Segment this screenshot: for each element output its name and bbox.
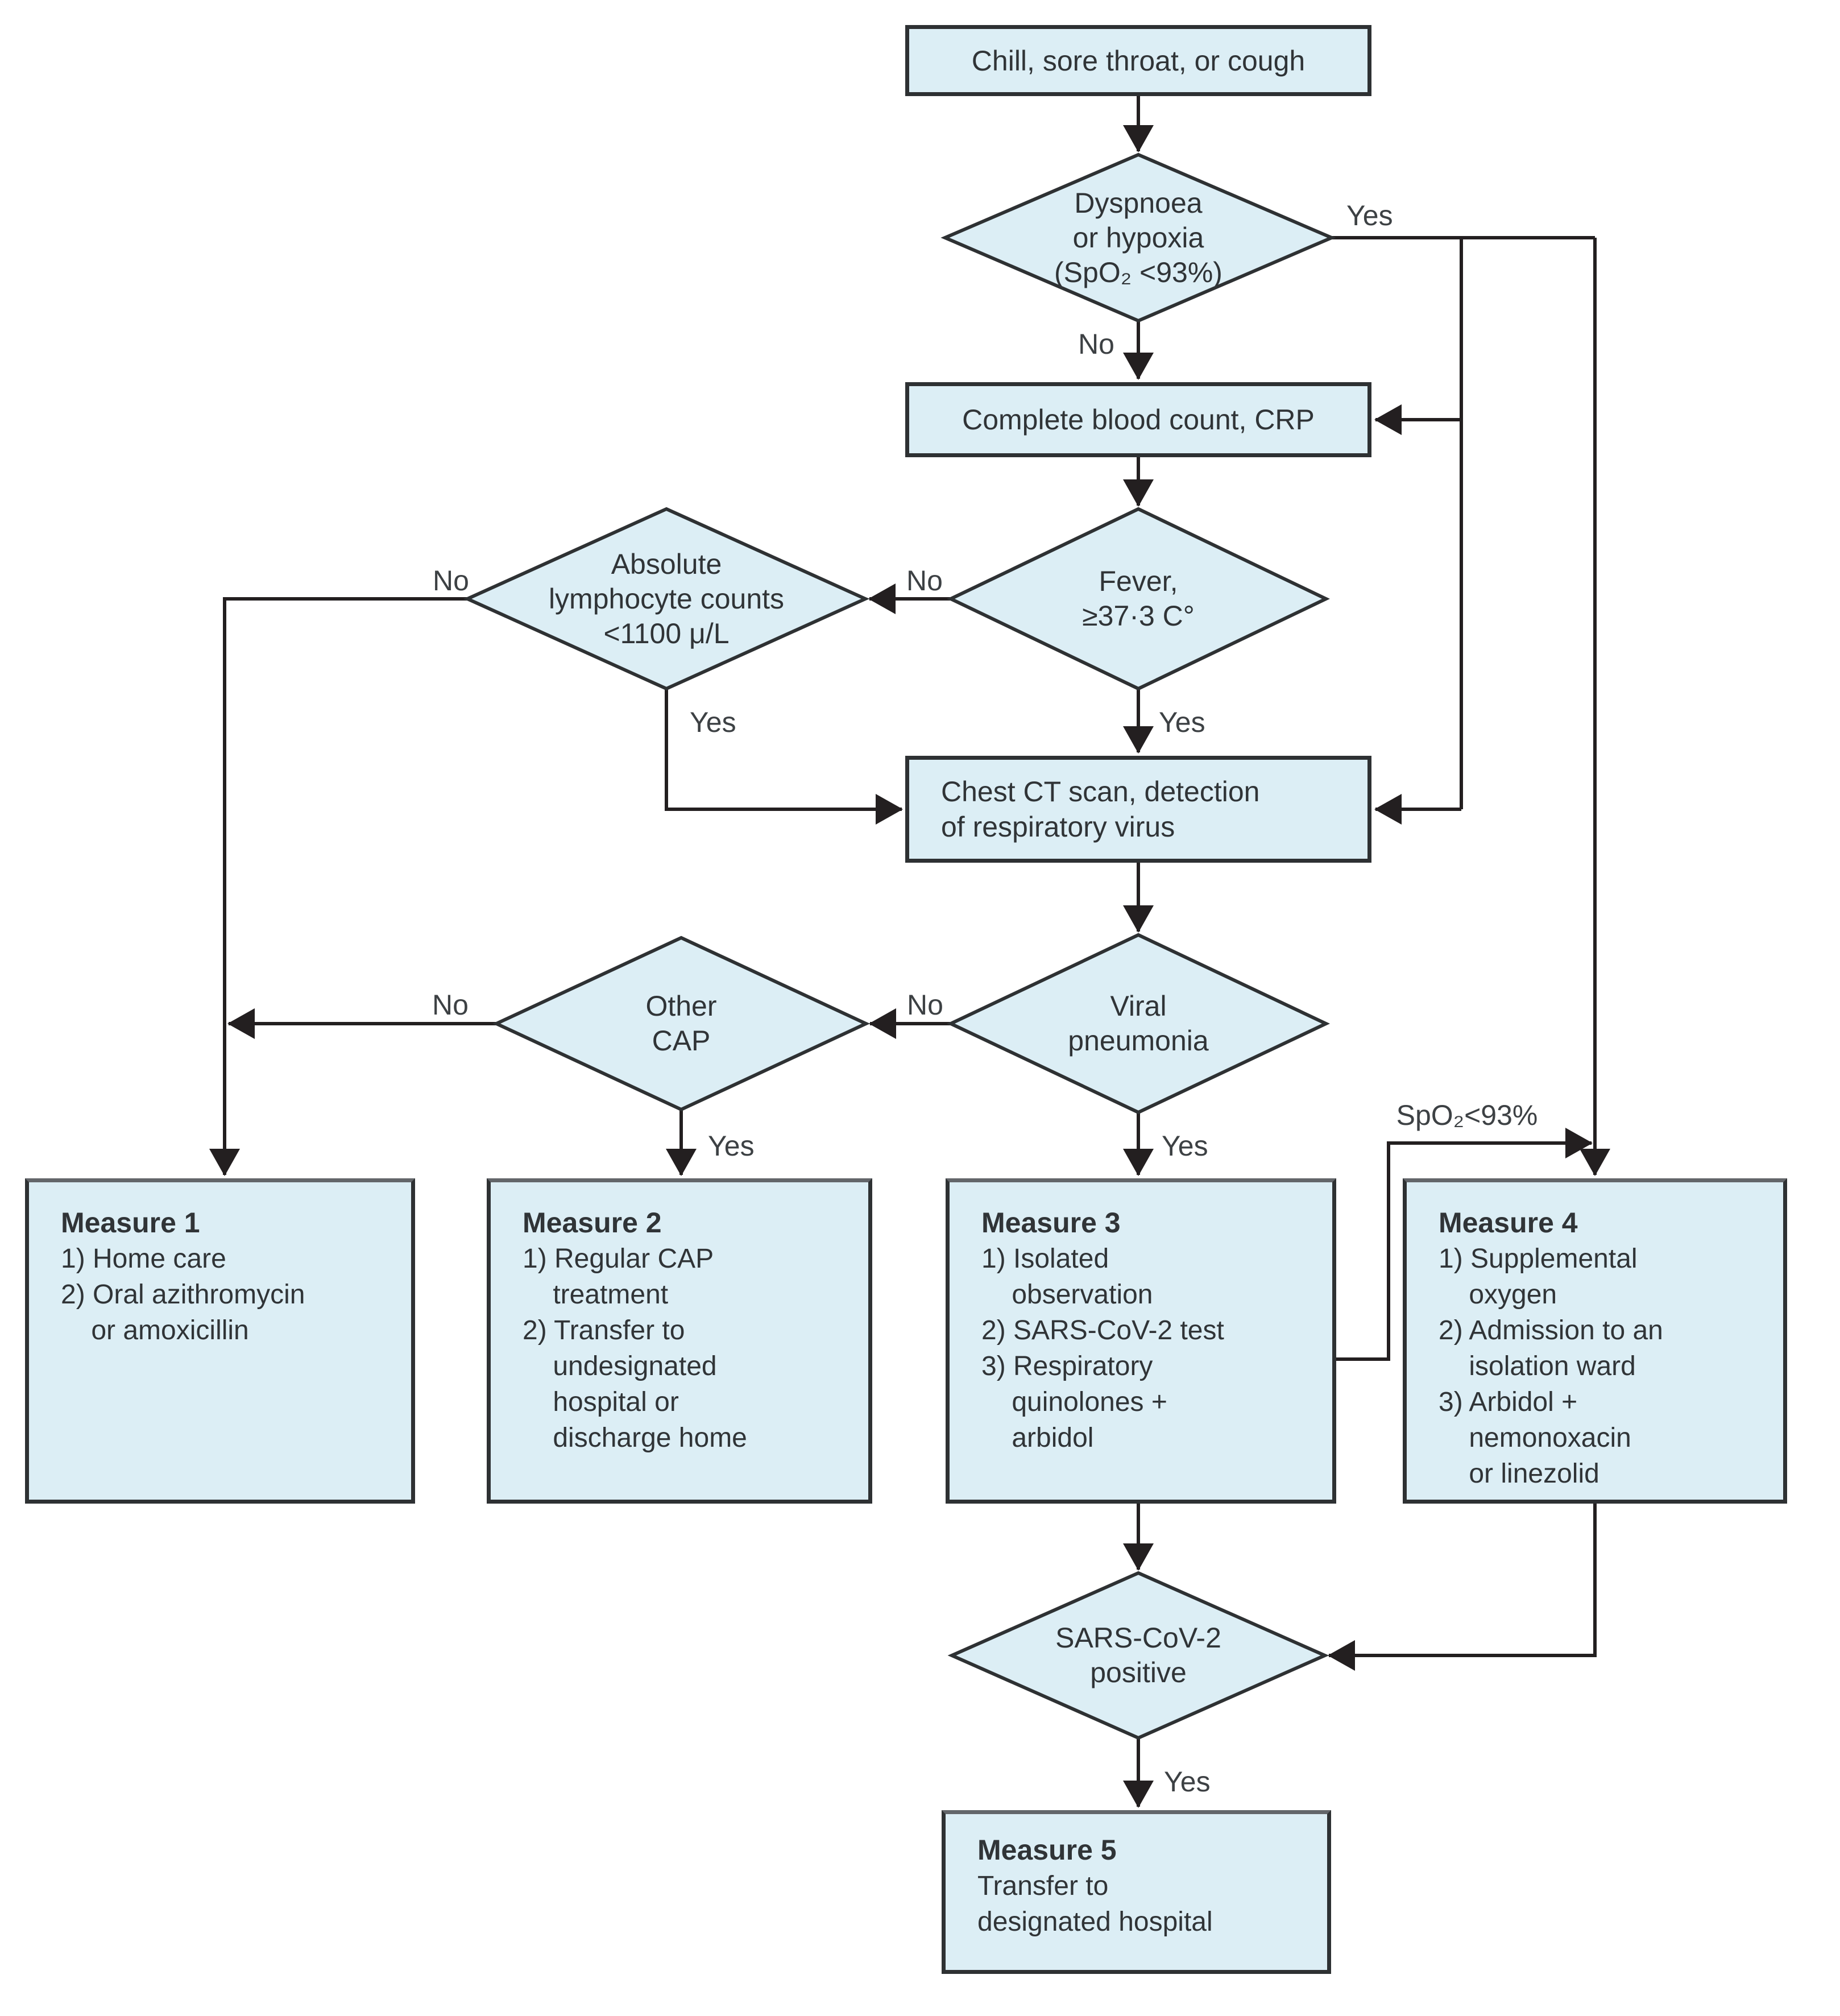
- measure-5-items: Transfer to designated hospital: [977, 1868, 1316, 1940]
- label-lymphocyte-no: No: [433, 565, 469, 597]
- measure-3-items: 1) Isolated observation 2) SARS-CoV-2 tes…: [981, 1241, 1321, 1456]
- node-text-line: of respiratory virus: [941, 811, 1175, 843]
- measure-line: 1) Home care: [61, 1244, 226, 1274]
- measure-line: 2) Transfer to: [523, 1315, 685, 1346]
- measure-line: discharge home: [523, 1423, 747, 1453]
- measure-line: quinolones +: [981, 1387, 1167, 1417]
- label-sars-yes: Yes: [1164, 1766, 1211, 1798]
- measure-line: hospital or: [523, 1387, 679, 1417]
- node-text-line: lymphocyte counts: [548, 582, 785, 615]
- decision-sars-positive-shape: [947, 1571, 1329, 1740]
- decision-other-cap-shape: [492, 935, 871, 1112]
- label-dyspnoea-no: No: [1078, 328, 1114, 360]
- label-dyspnoea-yes: Yes: [1346, 200, 1393, 231]
- decision-dyspnoea-shape: [940, 152, 1336, 323]
- measure-2-title: Measure 2: [523, 1207, 662, 1239]
- node-cbc: Complete blood count, CRP: [905, 382, 1371, 457]
- node-text-line: <1100 μ/L: [603, 617, 730, 649]
- measure-1-title: Measure 1: [61, 1207, 200, 1239]
- node-text-line: or hypoxia: [1072, 221, 1204, 254]
- measure-line: 1) Regular CAP: [523, 1244, 714, 1274]
- measure-1-items: 1) Home care 2) Oral azithromycin or amox…: [61, 1241, 400, 1348]
- label-other-cap-yes: Yes: [708, 1130, 755, 1162]
- label-other-cap-no: No: [432, 989, 469, 1021]
- measure-line: 1) Isolated: [981, 1244, 1109, 1274]
- node-text-line: Chest CT scan, detection: [941, 776, 1260, 808]
- node-text-line: Viral: [1110, 990, 1167, 1022]
- measure-line: or linezolid: [1439, 1459, 1599, 1489]
- measure-line: or amoxicillin: [61, 1315, 249, 1346]
- measure-line: 1) Supplemental: [1439, 1244, 1638, 1274]
- measure-line: 3) Respiratory: [981, 1351, 1153, 1381]
- node-text-line: Chill, sore throat, or cough: [971, 44, 1306, 77]
- node-text-line: positive: [1090, 1657, 1187, 1688]
- measure-line: Transfer to: [977, 1871, 1109, 1901]
- measure-3-title: Measure 3: [981, 1207, 1121, 1239]
- node-text-line: Other: [645, 990, 717, 1022]
- node-text-line: Dyspnoea: [1074, 187, 1203, 219]
- measure-line: 3) Arbidol +: [1439, 1387, 1578, 1417]
- measure-line: 2) SARS-CoV-2 test: [981, 1315, 1224, 1346]
- edge-lymphocyte-yes-to-chest-ct: [665, 689, 903, 825]
- node-chill: Chill, sore throat, or cough: [905, 25, 1371, 96]
- edge-lymphocyte-no-to-measure1: [209, 597, 467, 1176]
- measure-4-items: 1) Supplemental oxygen 2) Admission to an…: [1439, 1241, 1772, 1492]
- label-fever-no: No: [906, 565, 943, 597]
- measure-5-title: Measure 5: [977, 1834, 1117, 1866]
- node-text-line: Fever,: [1099, 565, 1178, 597]
- node-text-line: SARS-CoV-2: [1055, 1622, 1221, 1654]
- measure-4-box: Measure 4 1) Supplemental oxygen 2) Admis…: [1403, 1178, 1787, 1504]
- measure-line: designated hospital: [977, 1907, 1213, 1937]
- measure-line: observation: [981, 1280, 1153, 1310]
- node-text-line: ≥37·3 C°: [1082, 600, 1195, 632]
- node-text-line: CAP: [652, 1025, 711, 1057]
- measure-line: undesignated: [523, 1351, 717, 1381]
- decision-fever-label: Fever,≥37·3 C°: [951, 509, 1326, 689]
- label-spo2-condition: SpO₂<93%: [1396, 1099, 1538, 1131]
- edge-measure3-spo2-to-measure4: [1336, 1128, 1593, 1361]
- measure-line: treatment: [523, 1280, 669, 1310]
- decision-lymphocyte-shape: [463, 507, 870, 691]
- decision-viral-pneumonia-shape: [946, 933, 1331, 1115]
- measure-line: isolation ward: [1439, 1351, 1636, 1381]
- node-text-line: (SpO₂ <93%): [1054, 256, 1222, 288]
- node-text-line: Absolute: [611, 548, 722, 580]
- measure-2-items: 1) Regular CAP treatment 2) Transfer to u…: [523, 1241, 857, 1456]
- label-viral-no: No: [907, 989, 943, 1021]
- node-text-line: Complete blood count, CRP: [962, 404, 1315, 436]
- measure-line: 2) Admission to an: [1439, 1315, 1663, 1346]
- label-fever-yes: Yes: [1159, 706, 1205, 738]
- decision-fever-shape: [947, 507, 1330, 691]
- measure-line: 2) Oral azithromycin: [61, 1280, 305, 1310]
- label-viral-yes: Yes: [1162, 1130, 1208, 1162]
- measure-line: nemonoxacin: [1439, 1423, 1631, 1453]
- edge-measure4-to-sars: [1328, 1504, 1597, 1671]
- measure-4-title: Measure 4: [1439, 1207, 1578, 1239]
- label-lymphocyte-yes: Yes: [690, 706, 736, 738]
- measure-2-box: Measure 2 1) Regular CAP treatment 2) Tra…: [487, 1178, 872, 1504]
- measure-5-box: Measure 5 Transfer to designated hospital: [942, 1810, 1331, 1974]
- measure-3-box: Measure 3 1) Isolated observation 2) SARS…: [946, 1178, 1336, 1504]
- measure-1-box: Measure 1 1) Home care 2) Oral azithromyc…: [25, 1178, 415, 1504]
- measure-line: oxygen: [1439, 1280, 1557, 1310]
- measure-line: arbidol: [981, 1423, 1094, 1453]
- node-text-line: pneumonia: [1068, 1025, 1209, 1057]
